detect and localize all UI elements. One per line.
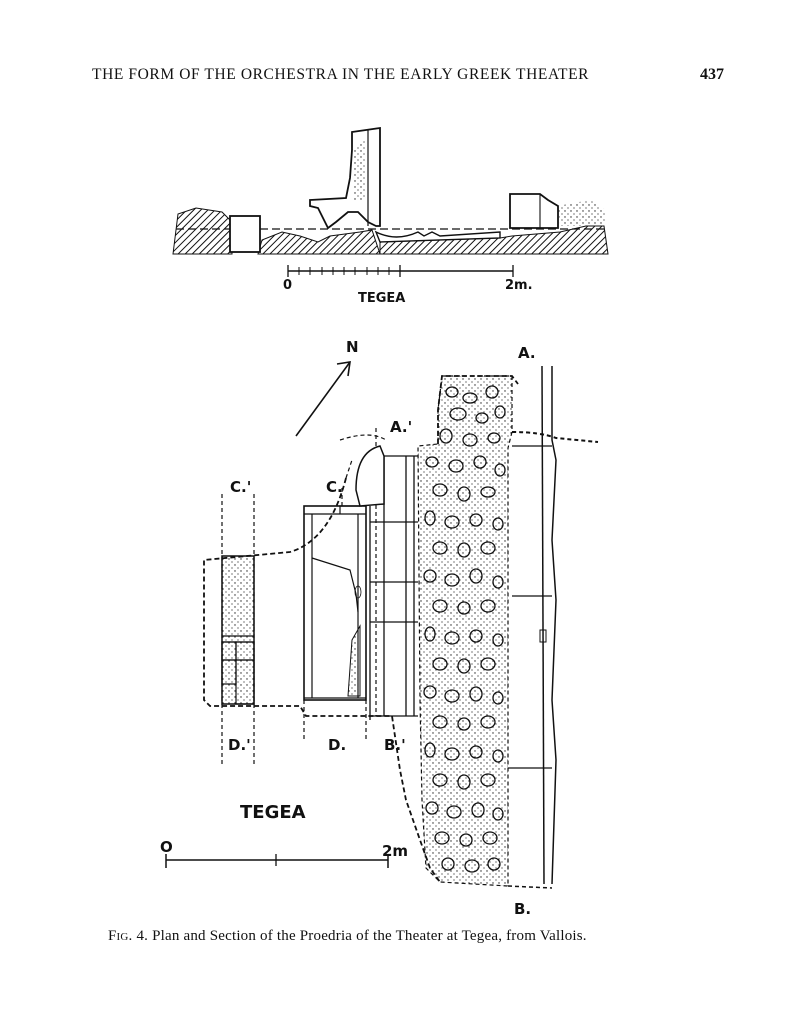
dashed-line-bottom	[507, 885, 553, 889]
running-head: THE FORM OF THE ORCHESTRA IN THE EARLY G…	[92, 66, 724, 88]
seat-block	[303, 488, 367, 740]
section-back-block	[509, 193, 559, 229]
plan-title: TEGEA	[240, 802, 306, 823]
section-seat	[309, 126, 381, 230]
page-number: 437	[700, 66, 724, 83]
label-b: B.	[514, 900, 531, 918]
plan-drawing: N	[160, 338, 599, 918]
section-line-c-prime-d-prime	[221, 494, 255, 766]
section-ground-middle	[257, 229, 381, 255]
section-drawing: 0 2m. TEGEA	[172, 126, 609, 306]
section-scale-end: 2m.	[505, 278, 533, 293]
label-c: C.	[326, 478, 343, 496]
section-channel	[374, 230, 501, 243]
dashed-boundary	[203, 477, 441, 883]
outer-wall	[508, 365, 599, 885]
rubble-foundation	[417, 375, 513, 887]
section-ground-left	[172, 207, 233, 255]
figure-caption: Fig. 4. Plan and Section of the Proedria…	[108, 928, 708, 945]
section-scale-start: 0	[283, 278, 292, 293]
caption-text: Plan and Section of the Proedria of the …	[152, 928, 587, 944]
dashed-boundary-top	[437, 375, 519, 444]
rubble-stones	[423, 385, 506, 873]
label-d-prime: D.'	[228, 736, 251, 754]
plan-scale-end: 2m	[382, 842, 408, 860]
label-a-prime: A.'	[390, 418, 412, 436]
north-label: N	[346, 338, 359, 356]
plan-scale-bar	[165, 854, 389, 868]
dashed-arc	[339, 434, 387, 479]
section-title: TEGEA	[358, 291, 405, 306]
north-arrow-icon	[295, 361, 351, 437]
plan-scale-start: O	[160, 838, 173, 856]
running-title: THE FORM OF THE ORCHESTRA IN THE EARLY G…	[92, 66, 590, 83]
label-a: A.	[518, 344, 536, 362]
label-c-prime: C.'	[230, 478, 251, 496]
section-front-block	[229, 215, 261, 253]
figure-number: Fig. 4.	[108, 928, 149, 944]
curved-corner	[355, 445, 385, 507]
section-back-stipple	[558, 200, 606, 226]
section-scale-bar	[287, 265, 514, 277]
label-d: D.	[328, 736, 346, 754]
section-seat-stipple	[352, 140, 366, 200]
label-b-prime: B.'	[384, 736, 406, 754]
